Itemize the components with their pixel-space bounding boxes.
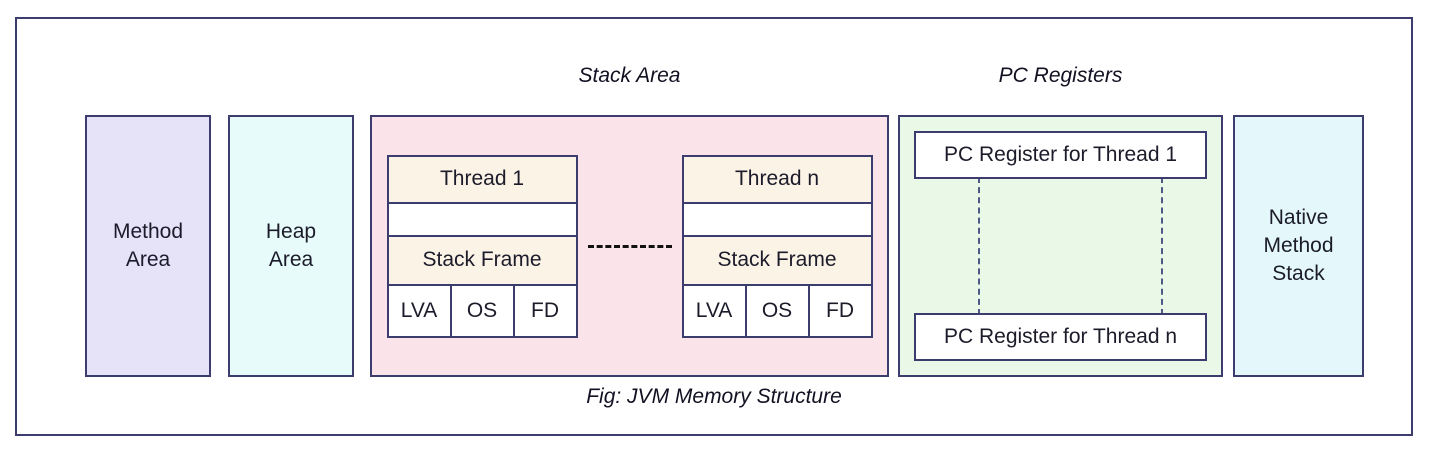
thread-n-part-lva: LVA [684, 285, 747, 336]
thread-1-part-os: OS [452, 285, 515, 336]
heap-area-label: Heap Area [266, 218, 316, 273]
native-method-stack-box: Native Method Stack [1233, 115, 1364, 377]
native-method-stack-label-line-1: Native [1268, 206, 1329, 230]
pc-register-thread-1: PC Register for Thread 1 [914, 131, 1207, 179]
native-method-stack-label-line-3: Stack [1272, 261, 1325, 285]
thread-1-part-lva: LVA [389, 285, 452, 336]
heap-area-label-line-2: Area [268, 248, 314, 271]
pc-registers-title: PC Registers [998, 64, 1123, 87]
thread-1-header: Thread 1 [388, 156, 576, 204]
heap-area-label-line-1: Heap [265, 220, 317, 244]
thread-n-part-os: OS [747, 285, 810, 336]
thread-n-frame-parts: LVA OS FD [683, 285, 871, 336]
figure-caption: Fig: JVM Memory Structure [586, 385, 842, 408]
method-area-label-line-2: Area [125, 248, 171, 271]
pc-registers-content: PC Register for Thread 1 PC Register for… [900, 117, 1221, 375]
thread-1-empty-row [388, 203, 576, 237]
stack-area-box: Thread 1 Stack Frame LVA OS FD Thread n … [370, 115, 889, 377]
method-area-label-line-1: Method [112, 220, 184, 244]
method-area-box: Method Area [85, 115, 211, 377]
thread-dashed-connector [587, 244, 672, 248]
pc-register-thread-n: PC Register for Thread n [914, 313, 1207, 361]
thread-n-part-fd: FD [826, 298, 854, 322]
native-method-stack-label-line-2: Method [1263, 234, 1334, 258]
thread-box-1: Thread 1 Stack Frame LVA OS FD [386, 154, 578, 338]
pc-register-dashed-line-left [978, 177, 980, 315]
thread-1-frame-parts: LVA OS FD [388, 285, 576, 336]
pc-register-dashed-line-right [1161, 177, 1163, 315]
stack-area-title: Stack Area [578, 64, 681, 87]
thread-box-n: Thread n Stack Frame LVA OS FD [681, 154, 873, 338]
heap-area-box: Heap Area [228, 115, 354, 377]
jvm-memory-diagram-frame: Stack Area PC Registers Method Area Heap… [15, 17, 1413, 436]
thread-n-empty-row [683, 203, 871, 237]
thread-1-stack-frame: Stack Frame [388, 236, 576, 286]
pc-registers-box: PC Register for Thread 1 PC Register for… [898, 115, 1223, 377]
stack-area-content: Thread 1 Stack Frame LVA OS FD Thread n … [372, 117, 887, 375]
native-method-stack-label: Native Method Stack [1263, 204, 1333, 287]
thread-n-stack-frame: Stack Frame [683, 236, 871, 286]
method-area-label: Method Area [113, 218, 183, 273]
thread-1-part-fd: FD [531, 298, 559, 322]
thread-n-header: Thread n [683, 156, 871, 204]
